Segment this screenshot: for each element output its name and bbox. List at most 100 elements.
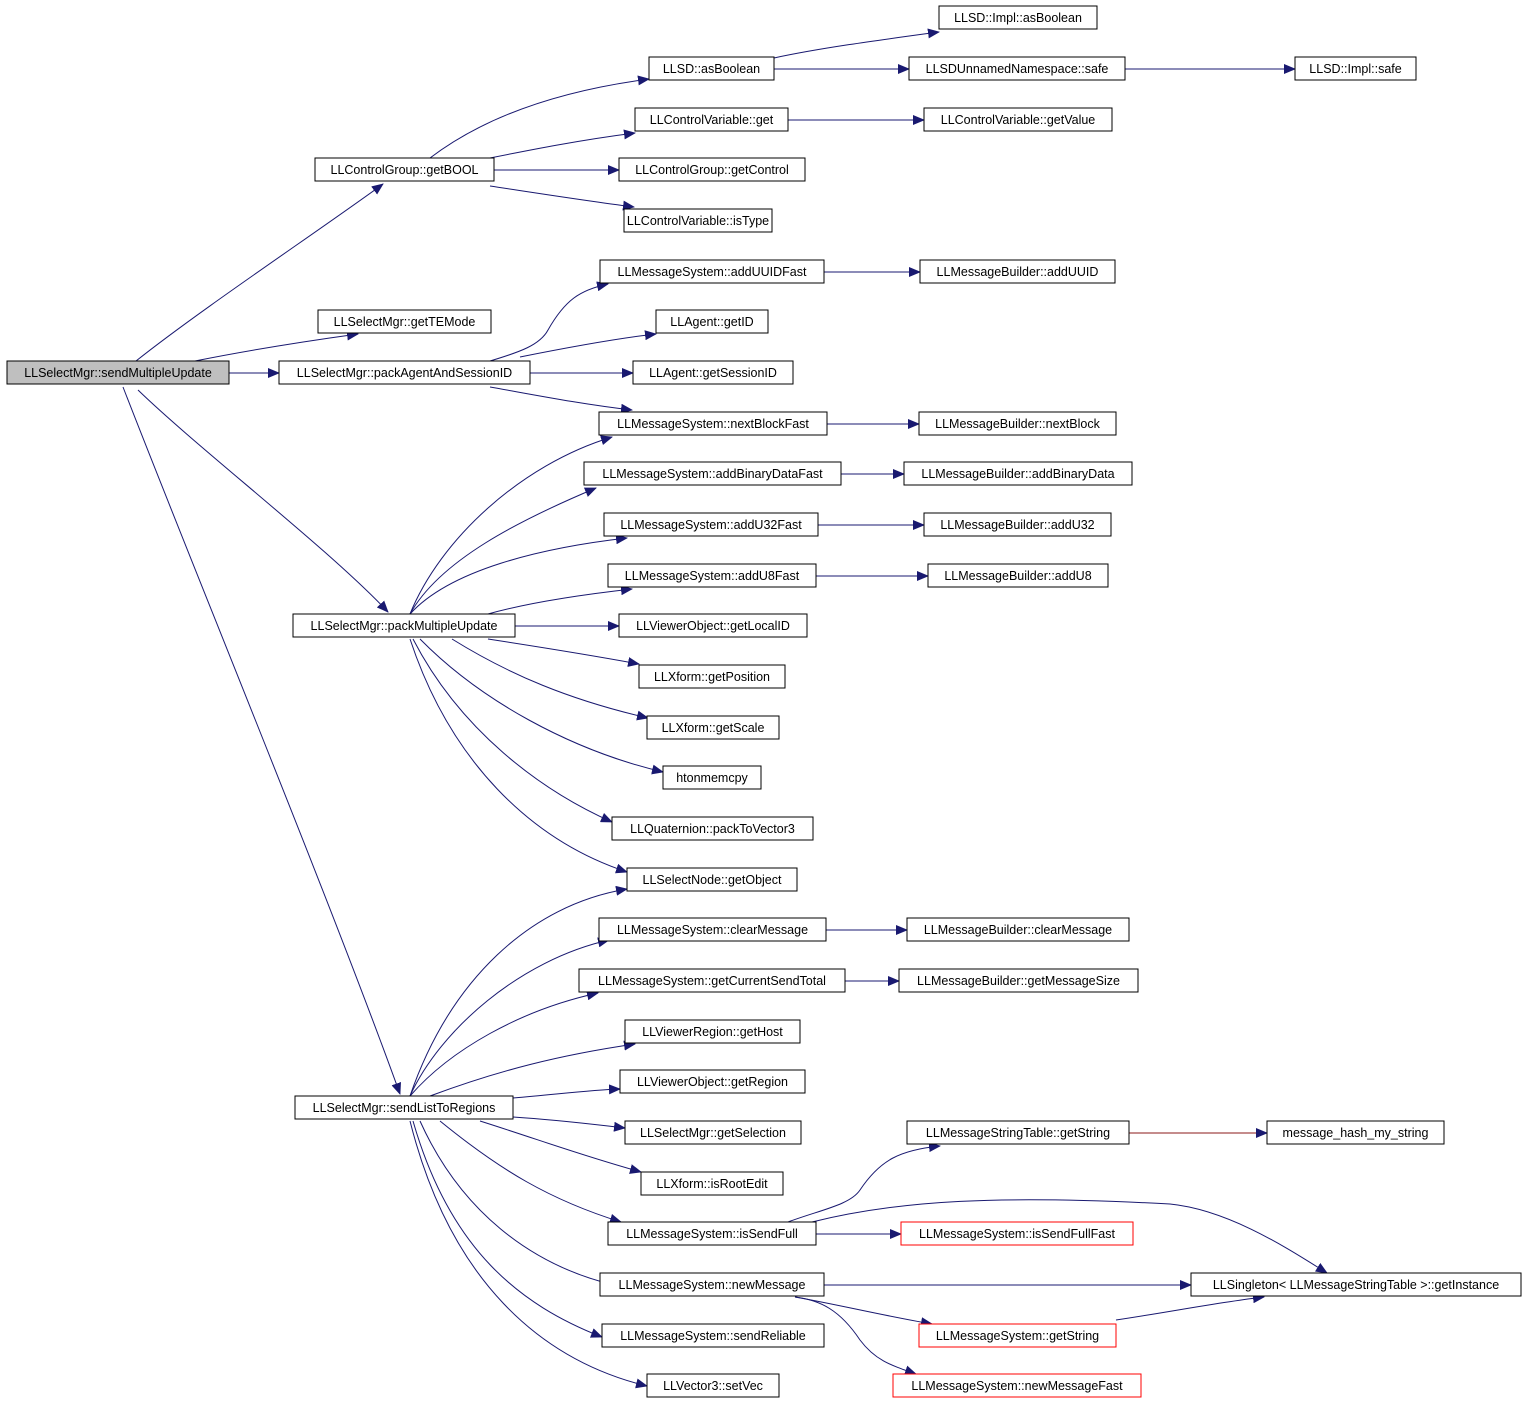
node-hashString[interactable]: message_hash_my_string bbox=[1266, 1120, 1445, 1145]
node-label: LLXform::isRootEdit bbox=[656, 1177, 768, 1191]
node-box bbox=[623, 208, 773, 233]
node-getRegion[interactable]: LLViewerObject::getRegion bbox=[619, 1069, 806, 1094]
call-edge bbox=[409, 534, 628, 615]
node-addUUIDFast[interactable]: LLMessageSystem::addUUIDFast bbox=[599, 259, 825, 284]
node-mbNextBlock[interactable]: LLMessageBuilder::nextBlock bbox=[918, 411, 1117, 436]
node-nextBlockFast[interactable]: LLMessageSystem::nextBlockFast bbox=[598, 411, 828, 436]
node-box bbox=[923, 512, 1112, 537]
node-label: LLMessageSystem::addUUIDFast bbox=[618, 265, 807, 279]
node-addU32Fast[interactable]: LLMessageSystem::addU32Fast bbox=[603, 512, 819, 537]
node-box bbox=[900, 1221, 1134, 1246]
call-edge bbox=[409, 937, 610, 1097]
node-box bbox=[919, 259, 1116, 284]
node-box bbox=[648, 56, 775, 81]
node-getScale[interactable]: LLXform::getScale bbox=[646, 715, 780, 740]
node-box bbox=[662, 765, 762, 790]
node-implAsBoolean[interactable]: LLSD::Impl::asBoolean bbox=[938, 5, 1098, 30]
node-getObject[interactable]: LLSelectNode::getObject bbox=[626, 867, 798, 892]
node-label: LLMessageSystem::sendReliable bbox=[620, 1329, 806, 1343]
node-msGetString[interactable]: LLMessageSystem::getString bbox=[918, 1323, 1117, 1348]
node-sendReliable[interactable]: LLMessageSystem::sendReliable bbox=[601, 1323, 825, 1348]
call-edge bbox=[419, 638, 664, 775]
call-edge bbox=[409, 1120, 648, 1389]
node-packMulti[interactable]: LLSelectMgr::packMultipleUpdate bbox=[292, 613, 516, 638]
node-cvGet[interactable]: LLControlVariable::get bbox=[634, 107, 789, 132]
node-setVec[interactable]: LLVector3::setVec bbox=[646, 1373, 780, 1398]
node-sendList[interactable]: LLSelectMgr::sendListToRegions bbox=[294, 1095, 514, 1120]
node-getSelection[interactable]: LLSelectMgr::getSelection bbox=[624, 1120, 802, 1145]
node-label: LLMessageSystem::newMessageFast bbox=[911, 1379, 1123, 1393]
call-edges bbox=[122, 28, 1328, 1389]
call-edge bbox=[811, 1199, 1328, 1274]
node-label: LLMessageBuilder::clearMessage bbox=[924, 923, 1112, 937]
node-label: LLMessageSystem::isSendFullFast bbox=[919, 1227, 1115, 1241]
node-label: LLSelectNode::getObject bbox=[643, 873, 783, 887]
node-mbGetMessageSize[interactable]: LLMessageBuilder::getMessageSize bbox=[898, 968, 1139, 993]
node-box bbox=[607, 563, 817, 588]
node-label: LLControlGroup::getBOOL bbox=[331, 163, 479, 177]
call-edge bbox=[512, 1116, 626, 1132]
node-htonmemcpy[interactable]: htonmemcpy bbox=[662, 765, 762, 790]
node-box bbox=[918, 411, 1117, 436]
node-mbAddUUID[interactable]: LLMessageBuilder::addUUID bbox=[919, 259, 1116, 284]
node-isSendFull[interactable]: LLMessageSystem::isSendFull bbox=[607, 1221, 817, 1246]
node-implSafe[interactable]: LLSD::Impl::safe bbox=[1294, 56, 1417, 81]
call-edge bbox=[794, 1296, 917, 1376]
call-edge bbox=[787, 1142, 941, 1223]
node-mbClearMessage[interactable]: LLMessageBuilder::clearMessage bbox=[906, 917, 1130, 942]
node-root: LLSelectMgr::sendMultipleUpdate bbox=[6, 360, 230, 385]
node-unnamedSafe[interactable]: LLSDUnnamedNamespace::safe bbox=[908, 56, 1126, 81]
node-label: LLSelectMgr::packMultipleUpdate bbox=[311, 619, 498, 633]
call-edge bbox=[409, 435, 613, 615]
node-getHost[interactable]: LLViewerRegion::getHost bbox=[624, 1019, 801, 1044]
node-label: htonmemcpy bbox=[676, 771, 748, 785]
node-getCurrentSendTotal[interactable]: LLMessageSystem::getCurrentSendTotal bbox=[578, 968, 846, 993]
call-edge bbox=[773, 28, 940, 59]
node-label: LLViewerRegion::getHost bbox=[642, 1025, 783, 1039]
node-isRootEdit[interactable]: LLXform::isRootEdit bbox=[640, 1171, 784, 1196]
node-packAgent[interactable]: LLSelectMgr::packAgentAndSessionID bbox=[278, 360, 531, 385]
node-getLocalID[interactable]: LLViewerObject::getLocalID bbox=[618, 613, 808, 638]
call-edge bbox=[429, 75, 650, 159]
node-mbAddU8[interactable]: LLMessageBuilder::addU8 bbox=[927, 563, 1109, 588]
node-label: LLMessageSystem::addU32Fast bbox=[620, 518, 802, 532]
node-box bbox=[599, 259, 825, 284]
node-box bbox=[618, 157, 806, 182]
node-cvGetValue[interactable]: LLControlVariable::getValue bbox=[923, 107, 1113, 132]
node-isType[interactable]: LLControlVariable::isType bbox=[623, 208, 773, 233]
node-agentGetID[interactable]: LLAgent::getID bbox=[655, 309, 769, 334]
node-mbAddBinaryData[interactable]: LLMessageBuilder::addBinaryData bbox=[903, 461, 1133, 486]
node-label: LLControlVariable::isType bbox=[627, 214, 769, 228]
node-box bbox=[918, 1323, 1117, 1348]
node-box bbox=[619, 1069, 806, 1094]
node-getControl[interactable]: LLControlGroup::getControl bbox=[618, 157, 806, 182]
node-isSendFullFast[interactable]: LLMessageSystem::isSendFullFast bbox=[900, 1221, 1134, 1246]
node-mstGetString[interactable]: LLMessageStringTable::getString bbox=[906, 1120, 1130, 1145]
node-clearMessage[interactable]: LLMessageSystem::clearMessage bbox=[598, 917, 827, 942]
node-label: LLSD::Impl::safe bbox=[1309, 62, 1401, 76]
node-box bbox=[898, 968, 1139, 993]
node-label: LLSD::asBoolean bbox=[663, 62, 760, 76]
call-edge bbox=[479, 1120, 642, 1174]
node-getBOOL[interactable]: LLControlGroup::getBOOL bbox=[314, 157, 495, 182]
node-asBoolean[interactable]: LLSD::asBoolean bbox=[648, 56, 775, 81]
node-box bbox=[618, 613, 808, 638]
node-newMessage[interactable]: LLMessageSystem::newMessage bbox=[599, 1272, 825, 1297]
node-packToVector3[interactable]: LLQuaternion::packToVector3 bbox=[611, 816, 814, 841]
node-label: LLXform::getScale bbox=[662, 721, 765, 735]
node-getPosition[interactable]: LLXform::getPosition bbox=[638, 664, 786, 689]
node-getTEMode[interactable]: LLSelectMgr::getTEMode bbox=[317, 309, 492, 334]
node-addBinaryDataFast[interactable]: LLMessageSystem::addBinaryDataFast bbox=[583, 461, 842, 486]
node-getSessionID[interactable]: LLAgent::getSessionID bbox=[632, 360, 794, 385]
node-mbAddU32[interactable]: LLMessageBuilder::addU32 bbox=[923, 512, 1112, 537]
node-label: LLMessageSystem::addBinaryDataFast bbox=[602, 467, 823, 481]
node-newMessageFast[interactable]: LLMessageSystem::newMessageFast bbox=[892, 1373, 1142, 1398]
node-box bbox=[634, 107, 789, 132]
node-label: LLSelectMgr::sendListToRegions bbox=[313, 1101, 496, 1115]
node-addU8Fast[interactable]: LLMessageSystem::addU8Fast bbox=[607, 563, 817, 588]
node-label: LLViewerObject::getRegion bbox=[637, 1075, 788, 1089]
node-box bbox=[1266, 1120, 1445, 1145]
node-singleton[interactable]: LLSingleton< LLMessageStringTable >::get… bbox=[1190, 1272, 1522, 1297]
node-label: LLVector3::setVec bbox=[663, 1379, 763, 1393]
